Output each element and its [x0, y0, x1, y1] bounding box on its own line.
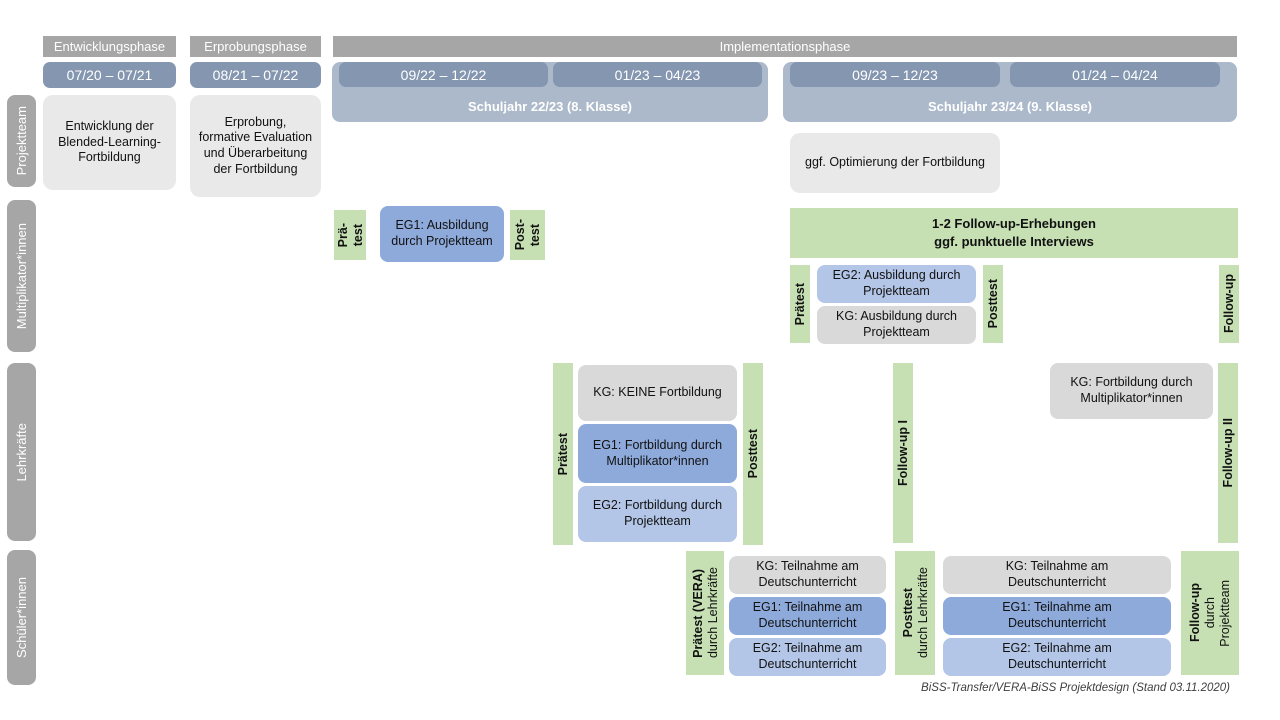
bar-followup-multiplikatoren-text: Follow-up — [1222, 274, 1236, 334]
row-label-projektteam-text: Projektteam — [14, 106, 29, 176]
box-erprobung-evaluation: Erprobung, formative Evaluation und Über… — [190, 95, 321, 197]
box-eg2-teilnahme-1: EG2: Teilnahme am Deutschunterricht — [729, 638, 886, 676]
date-bar-0720-0721: 07/20 – 07/21 — [43, 62, 176, 88]
bar-followup-schueler-sub2: Projektteam — [1218, 579, 1232, 647]
bar-followup-schueler-sub1: durch — [1203, 597, 1217, 629]
bar-followup-schueler: Follow-up durch Projektteam — [1181, 551, 1239, 675]
bar-posttest-line2: test — [528, 223, 542, 247]
bar-praetest-vera-schueler: Prätest (VERA) durch Lehrkräfte — [686, 551, 724, 675]
box-eg1-fortbildung-multiplikatoren: EG1: Fortbildung durch Multiplikator*inn… — [578, 424, 737, 483]
date-bar-0922-1222: 09/22 – 12/22 — [339, 62, 548, 87]
bar-posttest-lehrkraefte-text: Posttest — [746, 429, 760, 479]
box-entwicklung-blended-learning: Entwicklung der Blended-Learning-Fortbil… — [43, 95, 176, 190]
bar-posttest-schueler-sub: durch Lehrkräfte — [915, 567, 930, 659]
box-kg-ausbildung-projektteam: KG: Ausbildung durch Projektteam — [817, 306, 976, 344]
phase-bar-implementationsphase: Implementationsphase — [333, 36, 1237, 57]
bar-posttest-schueler-label: Posttest — [900, 588, 915, 638]
box-kg-fortbildung-multiplikatoren: KG: Fortbildung durch Multiplikator*inne… — [1050, 363, 1213, 419]
bar-praetest-vera-sub: durch Lehrkräfte — [705, 567, 720, 659]
bar-praetest-vera-label: Prätest (VERA) — [690, 568, 705, 658]
box-kg-teilnahme-2: KG: Teilnahme am Deutschunterricht — [943, 556, 1171, 594]
box-eg2-fortbildung-projektteam: EG2: Fortbildung durch Projektteam — [578, 486, 737, 542]
box-kg-keine-fortbildung: KG: KEINE Fortbildung — [578, 365, 737, 421]
bar-praetest-line2: test — [350, 223, 365, 247]
bar-praetest-line1: Prä- — [335, 222, 350, 248]
box-eg1-ausbildung-projektteam: EG1: Ausbildung durch Projektteam — [380, 206, 504, 262]
bar-followup-schueler-label: Follow-up — [1188, 583, 1202, 643]
phase-bar-entwicklungsphase: Entwicklungsphase — [43, 36, 176, 57]
banner-line2: ggf. punktuelle Interviews — [934, 234, 1094, 249]
box-eg1-teilnahme-2: EG1: Teilnahme am Deutschunterricht — [943, 597, 1171, 635]
bar-followup-multiplikatoren: Follow-up — [1219, 265, 1239, 343]
bar-followup-1-lehrkraefte: Follow-up I — [893, 363, 913, 543]
bar-posttest-lehrkraefte: Posttest — [743, 363, 763, 545]
bar-praetest-lehrkraefte: Prätest — [553, 363, 573, 545]
bar-posttest-schueler: Posttest durch Lehrkräfte — [895, 551, 935, 675]
date-bar-0124-0424: 01/24 – 04/24 — [1010, 62, 1220, 87]
bar-praetest-lehrkraefte-text: Prätest — [556, 432, 570, 476]
bar-followup-2-text: Follow-up II — [1221, 418, 1235, 488]
box-kg-teilnahme-1: KG: Teilnahme am Deutschunterricht — [729, 556, 886, 594]
bar-praetest-2-text: Prätest — [793, 282, 807, 326]
box-ggf-optimierung: ggf. Optimierung der Fortbildung — [790, 133, 1000, 193]
banner-followup-erhebungen: 1-2 Follow-up-Erhebungen ggf. punktuelle… — [790, 208, 1238, 258]
bar-posttest-multiplikatoren-1: Post- test — [510, 210, 545, 260]
row-label-multiplikatorinnen: Multiplikator*innen — [7, 200, 36, 352]
banner-line1: 1-2 Follow-up-Erhebungen — [932, 215, 1096, 231]
bar-followup-1-text: Follow-up I — [896, 420, 910, 486]
box-eg2-teilnahme-2: EG2: Teilnahme am Deutschunterricht — [943, 638, 1171, 676]
bar-posttest-2-text: Posttest — [986, 279, 1000, 329]
date-bar-0923-1223: 09/23 – 12/23 — [790, 62, 1000, 87]
row-label-lehrkraefte-text: Lehrkräfte — [14, 422, 29, 482]
bar-praetest-multiplikatoren-1: Prä- test — [334, 210, 366, 260]
footer-caption: BiSS-Transfer/VERA-BiSS Projektdesign (S… — [921, 682, 1230, 694]
box-eg2-ausbildung-projektteam: EG2: Ausbildung durch Projektteam — [817, 265, 976, 303]
row-label-lehrkraefte: Lehrkräfte — [7, 363, 36, 541]
row-label-projektteam: Projektteam — [7, 95, 36, 187]
bar-posttest-multiplikatoren-2: Posttest — [983, 265, 1003, 343]
bar-praetest-multiplikatoren-2: Prätest — [790, 265, 810, 343]
phase-bar-erprobungsphase: Erprobungsphase — [190, 36, 321, 57]
row-label-multiplikatorinnen-text: Multiplikator*innen — [14, 222, 29, 330]
bar-followup-2-lehrkraefte: Follow-up II — [1218, 363, 1238, 543]
date-bar-0821-0722: 08/21 – 07/22 — [190, 62, 321, 88]
box-eg1-teilnahme-1: EG1: Teilnahme am Deutschunterricht — [729, 597, 886, 635]
date-bar-0123-0423: 01/23 – 04/23 — [553, 62, 762, 87]
bar-posttest-line1: Post- — [513, 219, 527, 251]
row-label-schuelerinnen: Schüler*innen — [7, 550, 36, 685]
row-label-schuelerinnen-text: Schüler*innen — [14, 577, 29, 658]
